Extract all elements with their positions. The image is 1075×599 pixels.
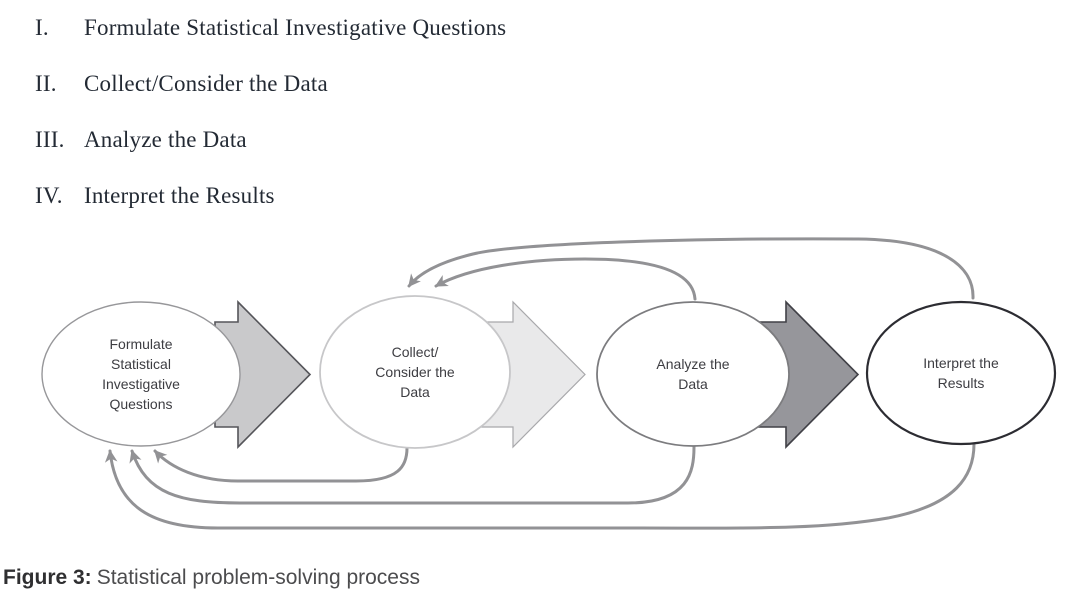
list-numeral: IV. — [35, 183, 63, 208]
flow-arrow-1-icon — [214, 300, 312, 449]
figure-caption: Figure 3:Statistical problem-solving pro… — [3, 566, 420, 590]
list-numeral: III. — [35, 127, 65, 152]
feedback-loop-analyze-to-formulate — [129, 445, 696, 505]
list-numeral: II. — [35, 71, 57, 96]
figure-caption-text: Statistical problem-solving process — [96, 566, 420, 589]
node-collect-label: Collect/ Consider the Data — [375, 344, 455, 400]
feedback-loop-collect-to-formulate — [153, 446, 409, 483]
list-item-text: Analyze the Data — [84, 127, 247, 152]
flow-arrow-2-icon — [480, 300, 586, 449]
node-analyze-label: Analyze the Data — [656, 356, 730, 392]
feedback-loop-interpret-to-formulate — [104, 442, 976, 530]
list-item: II. Collect/Consider the Data — [35, 70, 328, 98]
list-item-text: Collect/Consider the Data — [84, 71, 328, 96]
list-item: IV. Interpret the Results — [35, 182, 275, 210]
list-numeral: I. — [35, 15, 49, 40]
node-collect-ellipse — [319, 295, 511, 449]
figure-caption-label: Figure 3: — [3, 566, 92, 589]
node-formulate-ellipse — [41, 301, 241, 447]
node-analyze-ellipse — [596, 301, 790, 447]
list-item: III. Analyze the Data — [35, 126, 247, 154]
feedback-loop-interpret-to-collect — [407, 237, 975, 300]
feedback-loop-analyze-to-collect — [434, 257, 697, 301]
list-item-text: Interpret the Results — [84, 183, 275, 208]
list-item: I. Formulate Statistical Investigative Q… — [35, 14, 506, 42]
list-item-text: Formulate Statistical Investigative Ques… — [84, 15, 507, 40]
node-interpret-ellipse — [865, 300, 1057, 446]
node-formulate-label: Formulate Statistical Investigative Ques… — [102, 336, 180, 412]
node-interpret-label: Interpret the Results — [923, 355, 999, 391]
